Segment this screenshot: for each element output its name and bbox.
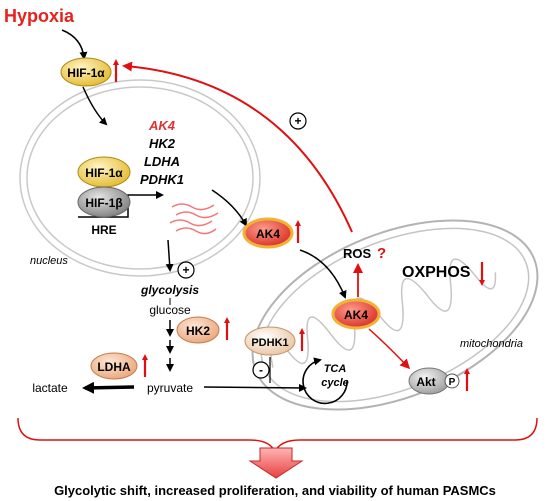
hif1a-top-node: HIF-1α xyxy=(60,57,112,87)
svg-text:-: - xyxy=(259,363,263,377)
pyruvate-label: pyruvate xyxy=(147,381,193,395)
ak4-mito-label: AK4 xyxy=(344,308,368,322)
ak4-cytosol-label: AK4 xyxy=(256,227,280,241)
mitochondria-label: mitochondria xyxy=(460,338,523,350)
glucose-label: glucose xyxy=(149,303,191,317)
summary-bracket xyxy=(17,417,538,454)
tca-cycle: TCA cycle xyxy=(302,357,349,405)
nucleus-membrane xyxy=(19,79,261,277)
arrow-red-ak4-to-akt xyxy=(368,328,411,370)
akt-node: Akt P xyxy=(408,367,460,395)
plus-glycolysis-sign: + xyxy=(177,261,195,279)
ldha-label: LDHA xyxy=(97,360,131,374)
arrow-pyruvate-to-lactate xyxy=(82,381,135,394)
hif1a-nucleus-node: HIF-1α xyxy=(77,156,131,188)
akt-label: Akt xyxy=(416,375,435,389)
lactate-label: lactate xyxy=(32,381,68,395)
hif1a-top-label: HIF-1α xyxy=(67,66,105,80)
phospho-label: P xyxy=(449,377,456,388)
hk2-node: HK2 xyxy=(176,316,220,344)
tca-label-line1: TCA xyxy=(324,363,347,375)
hif1b-node: HIF-1β xyxy=(77,186,131,218)
arrow-ros-feedback-to-hif1a xyxy=(122,61,353,233)
ros-question-mark: ? xyxy=(377,245,386,262)
nucleus-label: nucleus xyxy=(30,255,68,267)
pdhk1-label: PDHK1 xyxy=(251,337,288,349)
ak4-cytosol-node: AK4 xyxy=(242,217,294,249)
gene-hk2: HK2 xyxy=(149,136,176,151)
plus-feedback-sign: + xyxy=(289,112,307,130)
ldha-node: LDHA xyxy=(90,352,138,380)
pdhk1-node: PDHK1 xyxy=(244,326,296,356)
svg-text:+: + xyxy=(294,114,301,128)
glycolysis-label: glycolysis xyxy=(140,283,199,297)
oxphos-label: OXPHOS xyxy=(402,264,471,281)
hif1a-nucleus-label: HIF-1α xyxy=(85,166,123,180)
target-gene-list: AK4 HK2 LDHA PDHK1 xyxy=(140,118,184,187)
conclusion-text: Glycolytic shift, increased proliferatio… xyxy=(54,483,496,498)
svg-text:+: + xyxy=(182,263,189,277)
minus-pdhk1-sign: - xyxy=(252,361,270,379)
hre-label: HRE xyxy=(91,223,116,237)
arrow-mrna-to-ak4 xyxy=(211,189,247,227)
gene-pdhk1: PDHK1 xyxy=(140,172,184,187)
hypoxia-title: Hypoxia xyxy=(4,6,75,26)
tca-label-line2: cycle xyxy=(321,377,349,389)
hk2-label: HK2 xyxy=(186,324,210,338)
gene-ak4: AK4 xyxy=(148,118,176,133)
mrna-transcripts xyxy=(169,203,219,235)
ros-label: ROS xyxy=(343,246,372,261)
ak4-mito-node: AK4 xyxy=(331,298,381,330)
summary-down-arrow xyxy=(248,447,304,479)
arrow-ak4-to-mito xyxy=(299,249,347,299)
arrow-mrna-to-glycolysis xyxy=(165,239,174,272)
gene-ldha: LDHA xyxy=(144,154,180,169)
arrow-hypoxia-to-hif1a xyxy=(61,29,88,60)
hif1b-label: HIF-1β xyxy=(85,196,122,210)
arrow-hif1a-to-nucleus xyxy=(82,86,108,126)
arrow-pyruvate-to-tca xyxy=(203,383,307,392)
